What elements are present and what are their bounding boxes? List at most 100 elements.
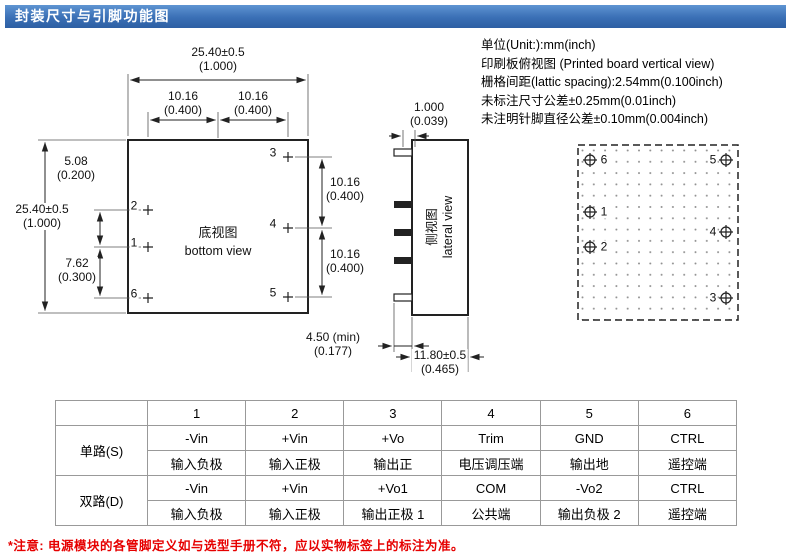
dim-inch: (0.465) xyxy=(420,361,460,376)
lateral-view-label-cn: 侧视图 xyxy=(425,208,439,246)
table-cell: 输入负极 xyxy=(146,450,247,476)
warning-note: *注意: 电源模块的各管脚定义如与选型手册不符，应以实物标签上的标注为准。 xyxy=(8,539,465,553)
board-pin-number-5: 5 xyxy=(708,152,718,167)
bottom-pin-number-4: 4 xyxy=(268,216,278,231)
table-row-label-single: 单路(S) xyxy=(55,425,148,476)
table-row-single-signals: 单路(S) -Vin +Vin +Vo Trim GND CTRL xyxy=(55,425,738,476)
bottom-view-label: 底视图 bottom view xyxy=(185,224,252,260)
dim-bottom-left-lower: 7.62 (0.300) xyxy=(55,256,99,284)
dim-inch: (1.000) xyxy=(22,215,62,230)
dim-value: 25.40±0.5 xyxy=(191,45,245,59)
bottom-view-label-cn: 底视图 xyxy=(198,225,238,240)
lateral-view-label-en: lateral view xyxy=(441,195,455,259)
dim-inch: (0.177) xyxy=(313,343,353,358)
dim-value: 10.16 xyxy=(329,175,361,189)
dim-inch: (0.400) xyxy=(325,188,365,203)
table-cell: -Vo2 xyxy=(539,475,639,501)
board-pin-number-2: 2 xyxy=(599,239,609,254)
table-header-cell: 3 xyxy=(343,400,443,426)
table-cell: +Vin xyxy=(245,475,345,501)
table-header-cell: 2 xyxy=(245,400,345,426)
table-cell: 输入正极 xyxy=(245,450,345,476)
lateral-view-drawing xyxy=(378,130,484,372)
table-cell: +Vo xyxy=(343,425,443,451)
spec-notes: 单位(Unit:):mm(inch) 印刷板俯视图 (Printed board… xyxy=(481,36,723,129)
bottom-view-drawing xyxy=(38,74,332,314)
table-cell: CTRL xyxy=(637,425,738,451)
page-title: 封装尺寸与引脚功能图 xyxy=(5,5,786,28)
table-header-cell: 6 xyxy=(637,400,738,426)
dim-bottom-top-width: 25.40±0.5 (1.000) xyxy=(189,45,247,73)
table-row-label-dual: 双路(D) xyxy=(55,475,148,526)
bottom-pin-number-2: 2 xyxy=(129,198,139,213)
board-pin-number-3: 3 xyxy=(708,290,718,305)
table-header-cell: 1 xyxy=(146,400,247,426)
board-pin-number-1: 1 xyxy=(599,204,609,219)
pin-function-table: 1 2 3 4 5 6 单路(S) -Vin +Vin +Vo Trim GND… xyxy=(55,400,738,526)
table-header-cell xyxy=(55,400,148,426)
spec-note-unit: 单位(Unit:):mm(inch) xyxy=(481,38,596,52)
dim-value: 25.40±0.5 xyxy=(15,202,69,216)
table-cell: 电压调压端 xyxy=(441,450,541,476)
board-pin-number-6: 6 xyxy=(599,152,609,167)
table-cell: +Vin xyxy=(245,425,345,451)
dim-bottom-left-height: 25.40±0.5 (1.000) xyxy=(13,202,71,230)
table-cell: 输出地 xyxy=(539,450,639,476)
table-cell: 公共端 xyxy=(441,500,541,526)
table-cell: 输出正 xyxy=(343,450,443,476)
dim-inch: (0.400) xyxy=(163,102,203,117)
table-header-cell: 4 xyxy=(441,400,541,426)
table-cell: 输出负极 2 xyxy=(539,500,639,526)
table-cell: 遥控端 xyxy=(637,450,738,476)
dim-value: 5.08 xyxy=(64,154,88,168)
table-cell: 输出正极 1 xyxy=(343,500,443,526)
table-cell: COM xyxy=(441,475,541,501)
bottom-pin-number-6: 6 xyxy=(129,286,139,301)
dim-bottom-pitch-left: 10.16 (0.400) xyxy=(161,89,205,117)
table-cell: CTRL xyxy=(637,475,738,501)
table-cell: -Vin xyxy=(146,475,247,501)
bottom-pin-number-5: 5 xyxy=(268,285,278,300)
dim-value: 4.50 (min) xyxy=(305,330,361,344)
bottom-view-label-en: bottom view xyxy=(184,244,252,258)
bottom-pin-number-1: 1 xyxy=(129,235,139,250)
table-cell: 输入负极 xyxy=(146,500,247,526)
dim-value: 10.16 xyxy=(237,89,269,103)
dim-value: 7.62 xyxy=(65,256,89,270)
bottom-pin-number-3: 3 xyxy=(268,145,278,160)
spec-note-tolerance-pin: 未注明针脚直径公差±0.10mm(0.004inch) xyxy=(481,112,709,126)
dim-bottom-right-lower: 10.16 (0.400) xyxy=(323,247,367,275)
dim-bottom-pitch-right: 10.16 (0.400) xyxy=(231,89,275,117)
dim-inch: (0.300) xyxy=(57,269,97,284)
table-cell: Trim xyxy=(441,425,541,451)
dim-value: 10.16 xyxy=(167,89,199,103)
table-cell: 输入正极 xyxy=(245,500,345,526)
dim-lateral-body-depth: 11.80±0.5 (0.465) xyxy=(411,348,469,376)
board-pin-number-4: 4 xyxy=(708,224,718,239)
dim-inch: (0.400) xyxy=(325,260,365,275)
table-cell: GND xyxy=(539,425,639,451)
dim-value: 10.16 xyxy=(329,247,361,261)
dim-value: 11.80±0.5 xyxy=(413,348,467,362)
table-row-single-names: 输入负极 输入正极 输出正 电压调压端 输出地 遥控端 xyxy=(56,450,738,476)
table-row-dual-signals: 双路(D) -Vin +Vin +Vo1 COM -Vo2 CTRL xyxy=(55,475,738,526)
dim-lateral-pin-length: 4.50 (min) (0.177) xyxy=(303,330,363,358)
table-cell: +Vo1 xyxy=(343,475,443,501)
table-header-cell: 5 xyxy=(539,400,639,426)
dim-inch: (1.000) xyxy=(198,58,238,73)
dim-inch: (0.039) xyxy=(409,113,449,128)
table-cell: 遥控端 xyxy=(637,500,738,526)
lateral-view-label: 侧视图 lateral view xyxy=(424,196,456,259)
spec-note-board-view: 印刷板俯视图 (Printed board vertical view) xyxy=(481,56,715,71)
dim-bottom-left-upper: 5.08 (0.200) xyxy=(54,154,98,182)
dim-lateral-pin-thickness: 1.000 (0.039) xyxy=(407,100,451,128)
table-row-dual-names: 输入负极 输入正极 输出正极 1 公共端 输出负极 2 遥控端 xyxy=(56,500,738,526)
spec-note-tolerance-dim: 未标注尺寸公差±0.25mm(0.01inch) xyxy=(481,93,677,108)
spec-note-spacing: 栅格间距(lattic spacing):2.54mm(0.100inch) xyxy=(481,75,723,89)
dim-value: 1.000 xyxy=(413,100,445,114)
dim-inch: (0.400) xyxy=(233,102,273,117)
dim-bottom-right-upper: 10.16 (0.400) xyxy=(323,175,367,203)
table-cell: -Vin xyxy=(146,425,247,451)
